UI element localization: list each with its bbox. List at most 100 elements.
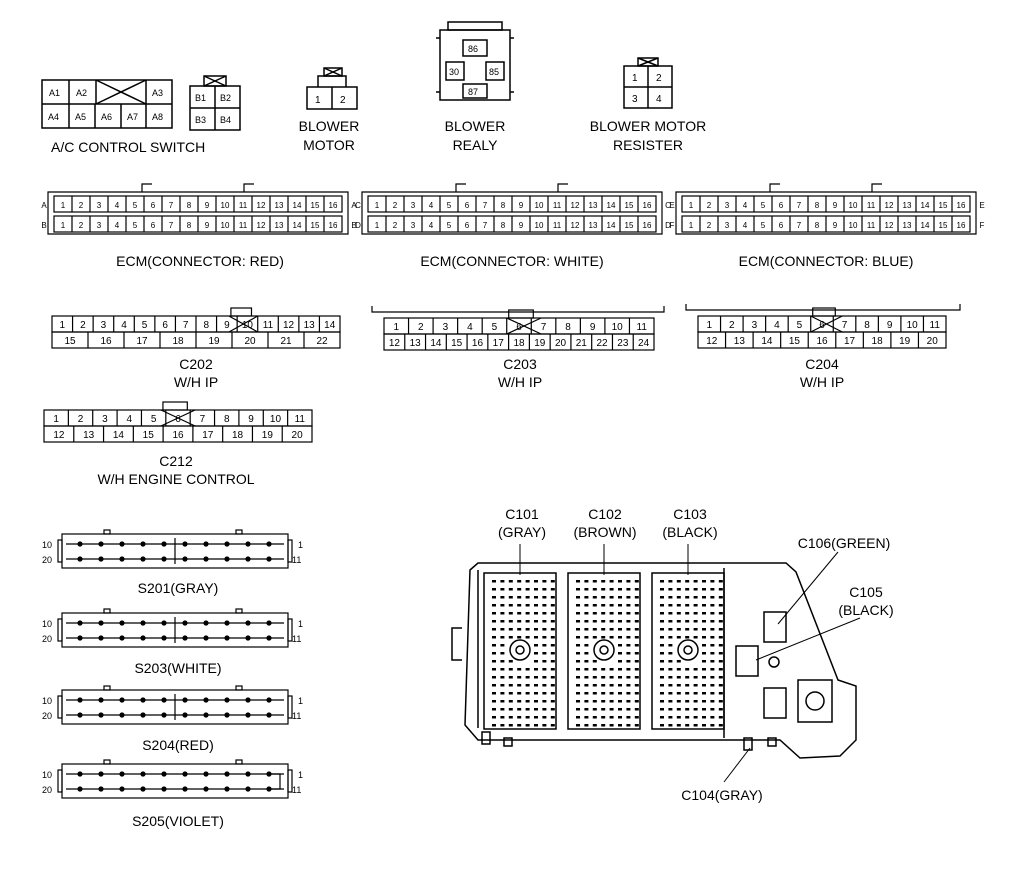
terminal — [618, 620, 622, 623]
terminal — [609, 604, 614, 607]
terminal — [542, 652, 547, 655]
terminal — [668, 588, 673, 591]
terminal — [601, 724, 606, 727]
pin-label: 14 — [607, 221, 616, 230]
terminal — [710, 628, 715, 631]
terminal — [550, 676, 555, 679]
pin-label: 22 — [597, 338, 609, 349]
terminal — [492, 668, 496, 671]
terminal — [660, 588, 664, 591]
terminal — [676, 580, 681, 583]
terminal — [710, 596, 715, 599]
pin-label: 4 — [743, 221, 748, 230]
key-tab — [812, 307, 836, 317]
terminal — [693, 676, 698, 679]
pin-label: 20 — [292, 430, 304, 441]
pin-label: 3 — [101, 320, 107, 331]
terminal — [660, 660, 664, 663]
splice-terminal — [77, 541, 83, 547]
splice-terminal — [224, 620, 230, 626]
terminal — [534, 596, 538, 599]
row-label: C — [665, 201, 671, 210]
terminal — [626, 612, 631, 615]
pin-label: 9 — [833, 201, 838, 210]
terminal — [576, 716, 580, 719]
pin-label: 5 — [761, 221, 766, 230]
terminal — [685, 628, 690, 631]
splice-terminal — [182, 541, 188, 547]
pin-label: A4 — [48, 112, 59, 122]
terminal — [576, 580, 580, 583]
terminal — [710, 636, 715, 639]
splice-label: S205(VIOLET) — [132, 813, 224, 829]
terminal — [525, 604, 530, 607]
terminal — [592, 676, 597, 679]
terminal — [609, 716, 614, 719]
pin-label: 9 — [205, 201, 210, 210]
splice-terminal — [77, 556, 83, 562]
terminal — [508, 692, 513, 695]
terminal — [718, 668, 723, 671]
blower-resistor-label: RESISTER — [613, 137, 683, 153]
terminal — [668, 580, 673, 583]
pin-label: 3 — [752, 320, 758, 331]
splice-terminal — [245, 771, 251, 777]
terminal — [609, 628, 614, 631]
rail — [371, 306, 665, 313]
terminal — [668, 724, 673, 727]
terminal — [618, 708, 622, 711]
terminal — [500, 588, 505, 591]
terminal — [685, 684, 690, 687]
terminal — [693, 620, 698, 623]
terminal — [508, 604, 513, 607]
splice-terminal — [140, 556, 146, 562]
splice-end — [287, 769, 293, 793]
pin-label: 21 — [280, 336, 292, 347]
terminal — [542, 588, 547, 591]
splice-terminal — [224, 556, 230, 562]
splice-pin-label: 20 — [42, 555, 52, 565]
terminal — [534, 684, 538, 687]
splice-pin-label: 20 — [42, 785, 52, 795]
terminal — [500, 684, 505, 687]
row-label: C — [355, 201, 361, 210]
terminal — [550, 604, 555, 607]
splice-terminal — [245, 786, 251, 792]
terminal — [609, 620, 614, 623]
terminal — [534, 588, 538, 591]
terminal — [676, 692, 681, 695]
row-label: D — [665, 221, 671, 230]
pin-label: 10 — [242, 320, 254, 331]
pin-label: 14 — [761, 336, 773, 347]
terminal — [584, 692, 589, 695]
splice-pack — [57, 759, 293, 799]
terminal — [693, 580, 698, 583]
terminal — [492, 724, 496, 727]
terminal — [601, 692, 606, 695]
terminal — [685, 700, 690, 703]
splice-pin-label: 20 — [42, 634, 52, 644]
terminal — [626, 700, 631, 703]
terminal — [534, 676, 538, 679]
pin-label: 1 — [689, 201, 694, 210]
terminal — [576, 588, 580, 591]
splice-terminal — [266, 541, 272, 547]
terminal — [592, 636, 597, 639]
terminal — [584, 588, 589, 591]
splice-terminal — [224, 712, 230, 718]
terminal — [718, 636, 723, 639]
splice-pin-label: 10 — [42, 770, 52, 780]
terminal — [676, 660, 681, 663]
terminal — [525, 708, 530, 711]
terminal — [508, 708, 513, 711]
terminal — [584, 636, 589, 639]
terminal — [492, 620, 496, 623]
pin-label: 13 — [903, 221, 912, 230]
terminal — [685, 676, 690, 679]
terminal — [517, 668, 522, 671]
c203-connector — [371, 306, 665, 351]
terminal — [525, 668, 530, 671]
terminal — [584, 668, 589, 671]
terminal — [500, 596, 505, 599]
pin-label: 1 — [315, 95, 321, 106]
